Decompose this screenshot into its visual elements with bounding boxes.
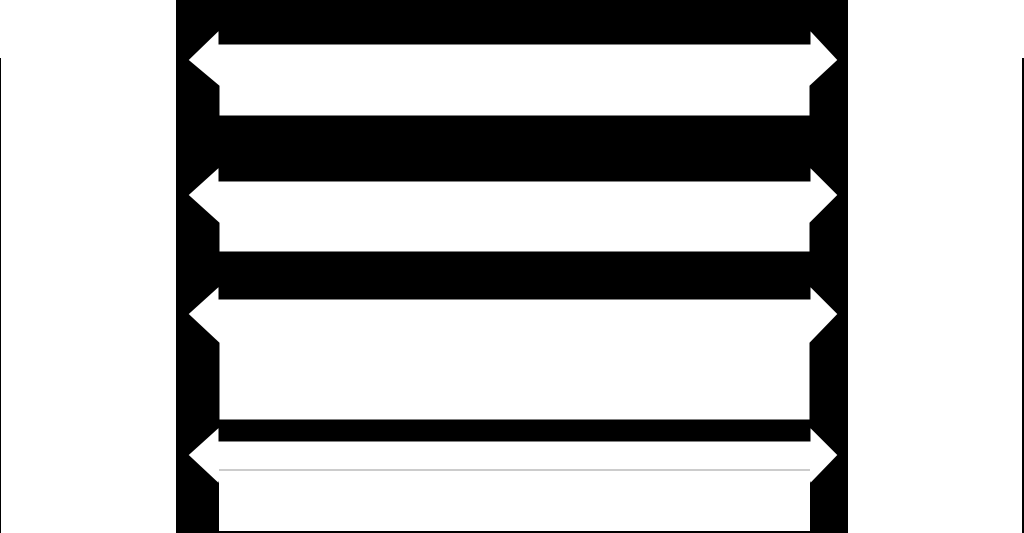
arrow-1-double-arrow bbox=[187, 28, 839, 117]
background-left bbox=[0, 0, 176, 533]
arrows-group bbox=[187, 28, 839, 531]
bottom-white-block bbox=[219, 470, 810, 531]
arrow-3-double-arrow bbox=[187, 284, 839, 421]
background-right bbox=[848, 0, 1024, 533]
arrow-2-double-arrow bbox=[187, 165, 839, 253]
